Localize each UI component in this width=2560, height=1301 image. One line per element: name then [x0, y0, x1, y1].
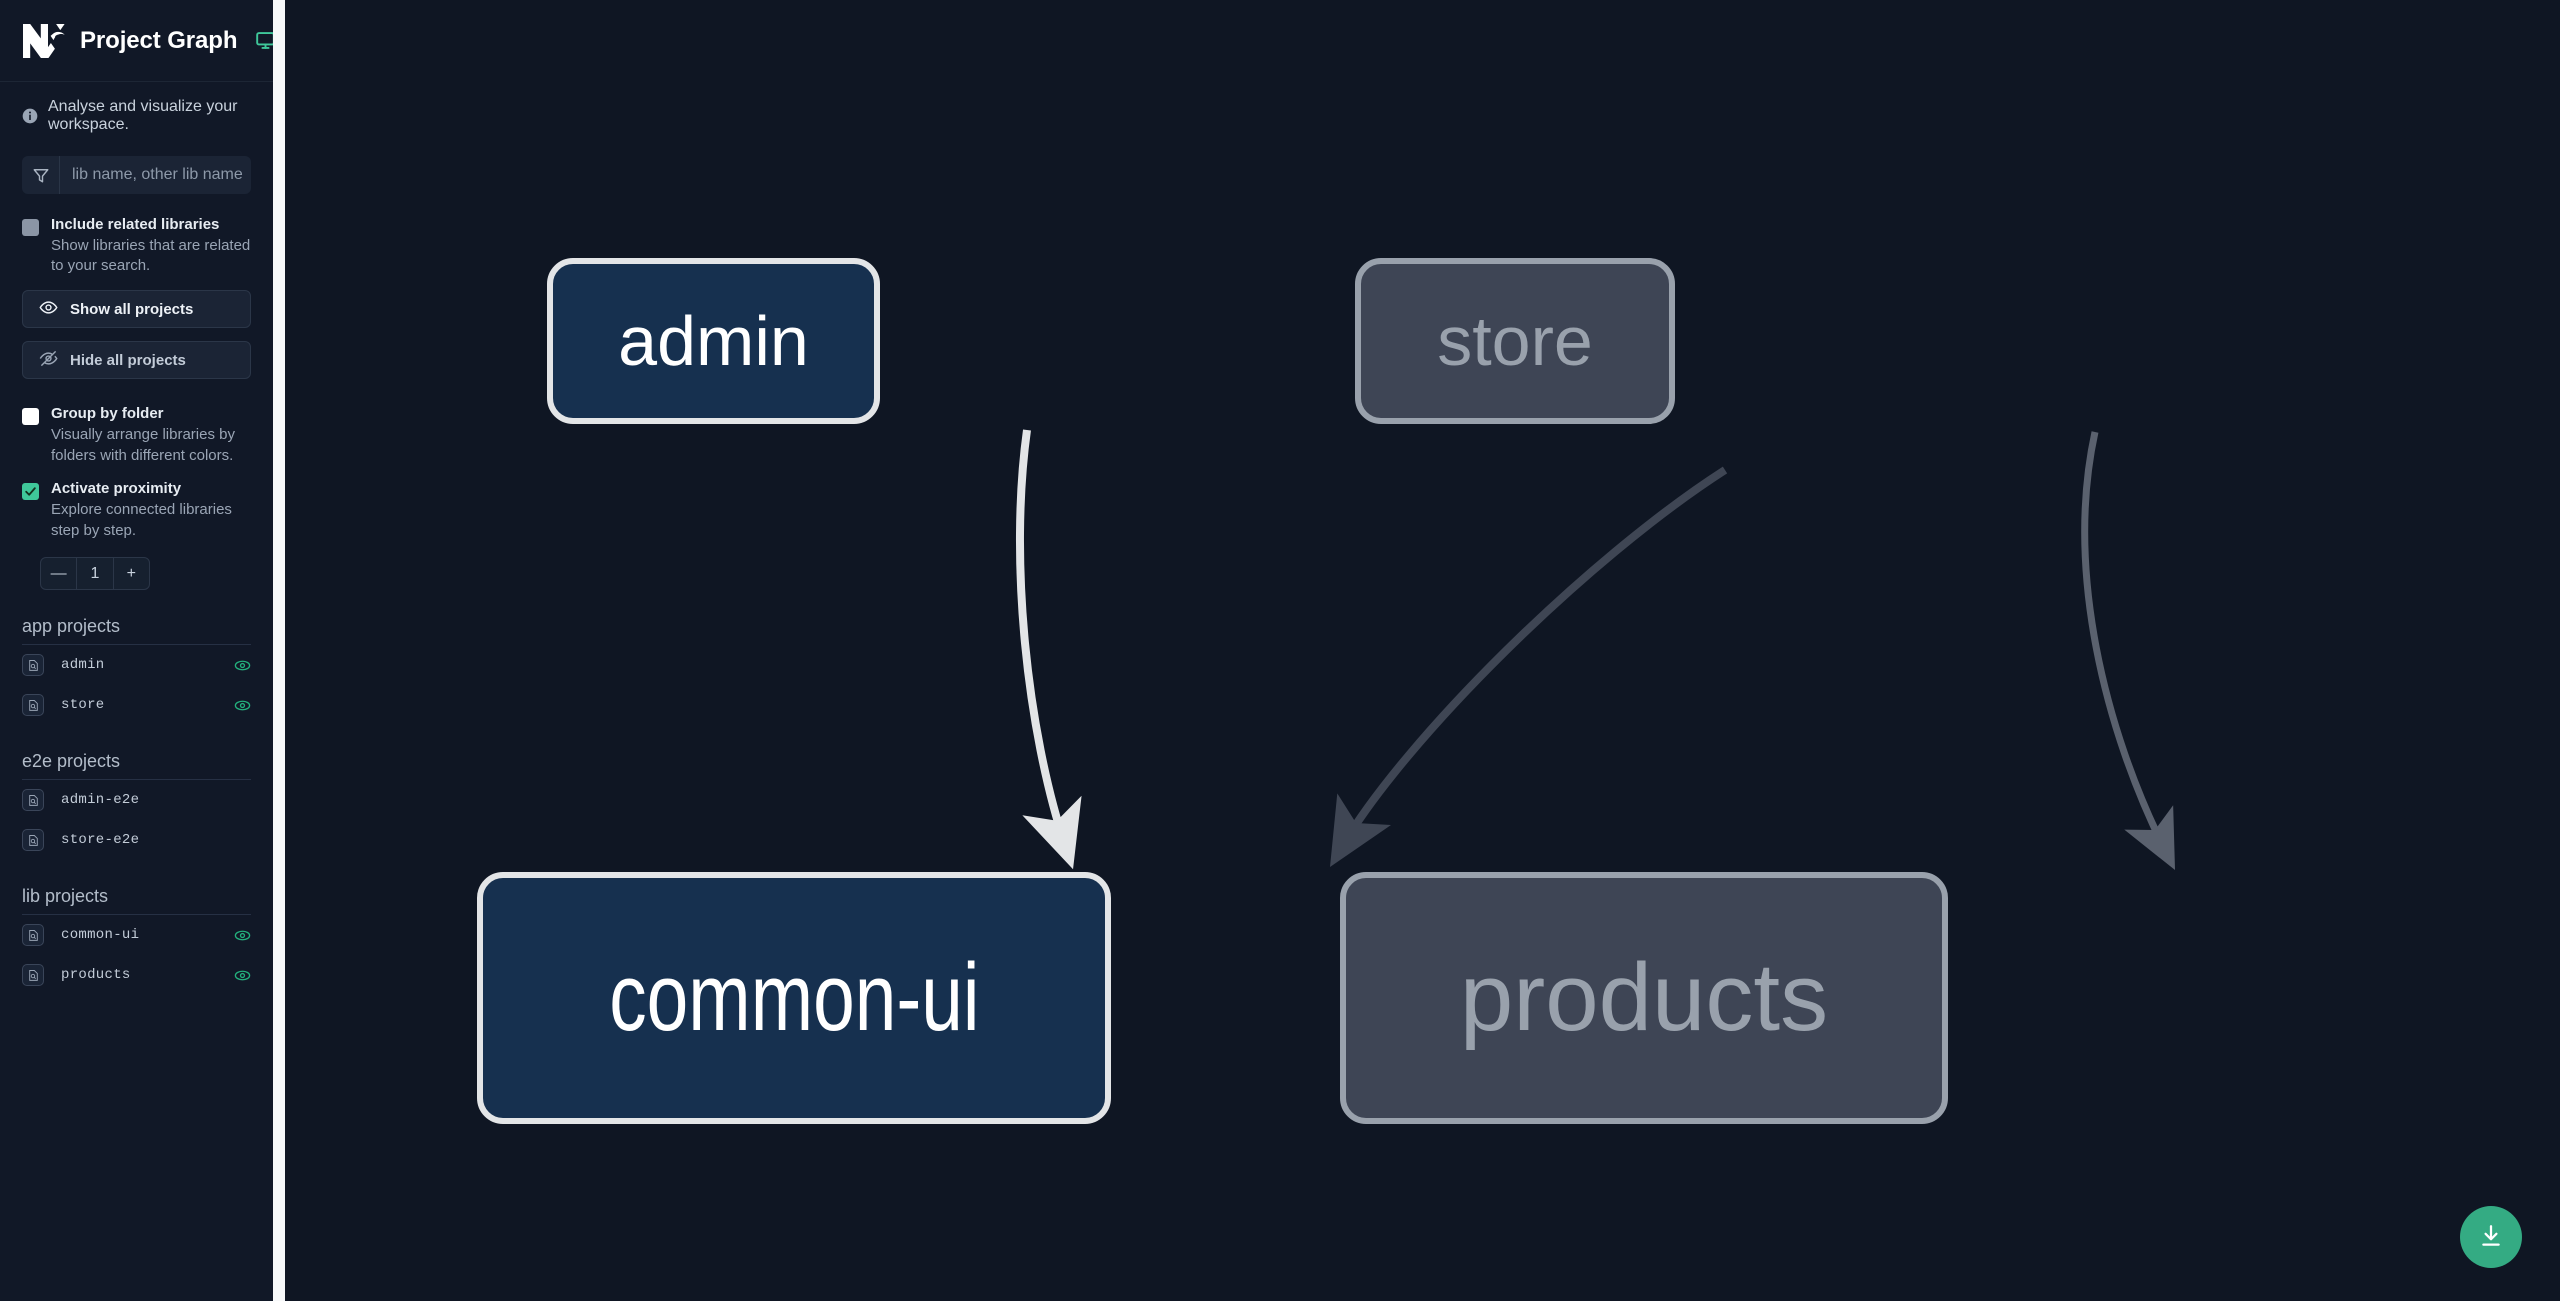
- search-field[interactable]: [22, 156, 251, 194]
- edge-admin-to-common-ui: [1016, 429, 1082, 870]
- project-group-title: lib projects: [22, 886, 251, 916]
- visibility-buttons: Show all projects Hide all projects: [0, 290, 273, 380]
- show-all-projects-button[interactable]: Show all projects: [22, 290, 251, 329]
- graph-node-label: admin: [618, 302, 809, 380]
- graph-node-products[interactable]: products: [1340, 872, 1948, 1124]
- graph-node-common-ui[interactable]: common-ui: [477, 872, 1111, 1124]
- project-row-admin-e2e[interactable]: admin-e2e: [22, 780, 251, 820]
- hide-all-projects-button[interactable]: Hide all projects: [22, 341, 251, 380]
- group-by-folder-texts: Group by folder Visually arrange librari…: [51, 405, 251, 466]
- project-group-title: e2e projects: [22, 751, 251, 781]
- activate-proximity-checkbox[interactable]: [22, 483, 39, 501]
- project-name: admin-e2e: [61, 792, 140, 809]
- tagline-text: Analyse and visualize your workspace.: [48, 98, 238, 133]
- graph-edges: [1016, 429, 2176, 871]
- download-icon: [2478, 1223, 2504, 1252]
- monitor-icon[interactable]: [255, 30, 273, 51]
- proximity-value[interactable]: 1: [76, 558, 114, 590]
- include-related-description: Show libraries that are related to your …: [51, 236, 251, 275]
- project-name: store-e2e: [61, 832, 140, 849]
- project-visibility-eye-icon[interactable]: [234, 657, 251, 674]
- include-related-checkbox[interactable]: [22, 219, 39, 236]
- activate-proximity-description: Explore connected libraries step by step…: [51, 501, 232, 539]
- include-related-texts: Include related libraries Show libraries…: [51, 216, 251, 277]
- project-row-store[interactable]: store: [22, 685, 251, 725]
- project-name: products: [61, 967, 131, 984]
- graph-node-label: common-ui: [608, 944, 980, 1051]
- info-icon: [22, 108, 38, 124]
- sidebar: Project Graph Analyse and visualize your…: [0, 0, 273, 1301]
- proximity-decrement-button[interactable]: —: [50, 564, 67, 582]
- activate-proximity-label: Activate proximity: [51, 480, 182, 498]
- funnel-icon: [32, 166, 50, 184]
- edge-store-to-products: [2081, 431, 2176, 871]
- graph-node-admin[interactable]: admin: [547, 258, 880, 424]
- project-icon: [22, 789, 44, 812]
- project-row-admin[interactable]: admin: [22, 645, 251, 685]
- project-groups: app projects admin store e2e projects admin-…: [0, 616, 273, 995]
- graph-node-label: store: [1437, 302, 1593, 380]
- nx-logo-icon: [22, 22, 66, 60]
- project-group-lib: lib projects common-ui products: [0, 886, 273, 995]
- sidebar-resize-handle[interactable]: [273, 0, 285, 1301]
- proximity-stepper[interactable]: — 1 +: [40, 557, 150, 591]
- project-group-e2e: e2e projects admin-e2e store-e2e: [0, 751, 273, 860]
- edge-store-to-common-ui: [1329, 466, 1728, 868]
- tagline: Analyse and visualize your workspace.: [0, 82, 273, 134]
- project-icon: [22, 924, 44, 947]
- project-visibility-eye-icon[interactable]: [234, 967, 251, 984]
- project-group-app: app projects admin store: [0, 616, 273, 725]
- project-visibility-eye-icon[interactable]: [234, 697, 251, 714]
- page-title: Project Graph: [80, 26, 238, 54]
- project-group-title: app projects: [22, 616, 251, 646]
- filter-icon-box: [22, 156, 60, 194]
- search-input[interactable]: [60, 156, 251, 194]
- group-by-folder-label: Group by folder: [51, 405, 164, 423]
- eye-icon: [39, 298, 58, 321]
- group-by-folder-checkbox[interactable]: [22, 408, 39, 426]
- project-row-store-e2e[interactable]: store-e2e: [22, 820, 251, 860]
- hide-all-projects-label: Hide all projects: [70, 351, 186, 369]
- graph-node-store[interactable]: store: [1355, 258, 1675, 424]
- option-activate-proximity[interactable]: Activate proximity Explore connected lib…: [0, 466, 273, 541]
- eye-off-icon: [39, 349, 58, 372]
- project-name: common-ui: [61, 927, 140, 944]
- project-icon: [22, 694, 44, 717]
- project-name: admin: [61, 657, 105, 674]
- graph-canvas[interactable]: admin store common-ui products: [285, 0, 2560, 1301]
- project-icon: [22, 829, 44, 852]
- project-name: store: [61, 697, 105, 714]
- activate-proximity-texts: Activate proximity Explore connected lib…: [51, 480, 251, 541]
- option-group-by-folder[interactable]: Group by folder Visually arrange librari…: [0, 379, 273, 466]
- project-visibility-eye-icon[interactable]: [234, 927, 251, 944]
- project-row-products[interactable]: products: [22, 955, 251, 995]
- option-include-related[interactable]: Include related libraries Show libraries…: [0, 194, 273, 277]
- download-graph-button[interactable]: [2460, 1206, 2522, 1268]
- show-all-projects-label: Show all projects: [70, 300, 194, 318]
- group-by-folder-description: Visually arrange libraries by folders wi…: [51, 425, 235, 464]
- project-icon: [22, 654, 44, 677]
- include-related-label: Include related libraries: [51, 216, 220, 233]
- sidebar-header: Project Graph: [0, 0, 273, 82]
- project-row-common-ui[interactable]: common-ui: [22, 915, 251, 955]
- proximity-increment-button[interactable]: +: [126, 564, 136, 582]
- project-icon: [22, 964, 44, 987]
- graph-node-label: products: [1459, 944, 1829, 1051]
